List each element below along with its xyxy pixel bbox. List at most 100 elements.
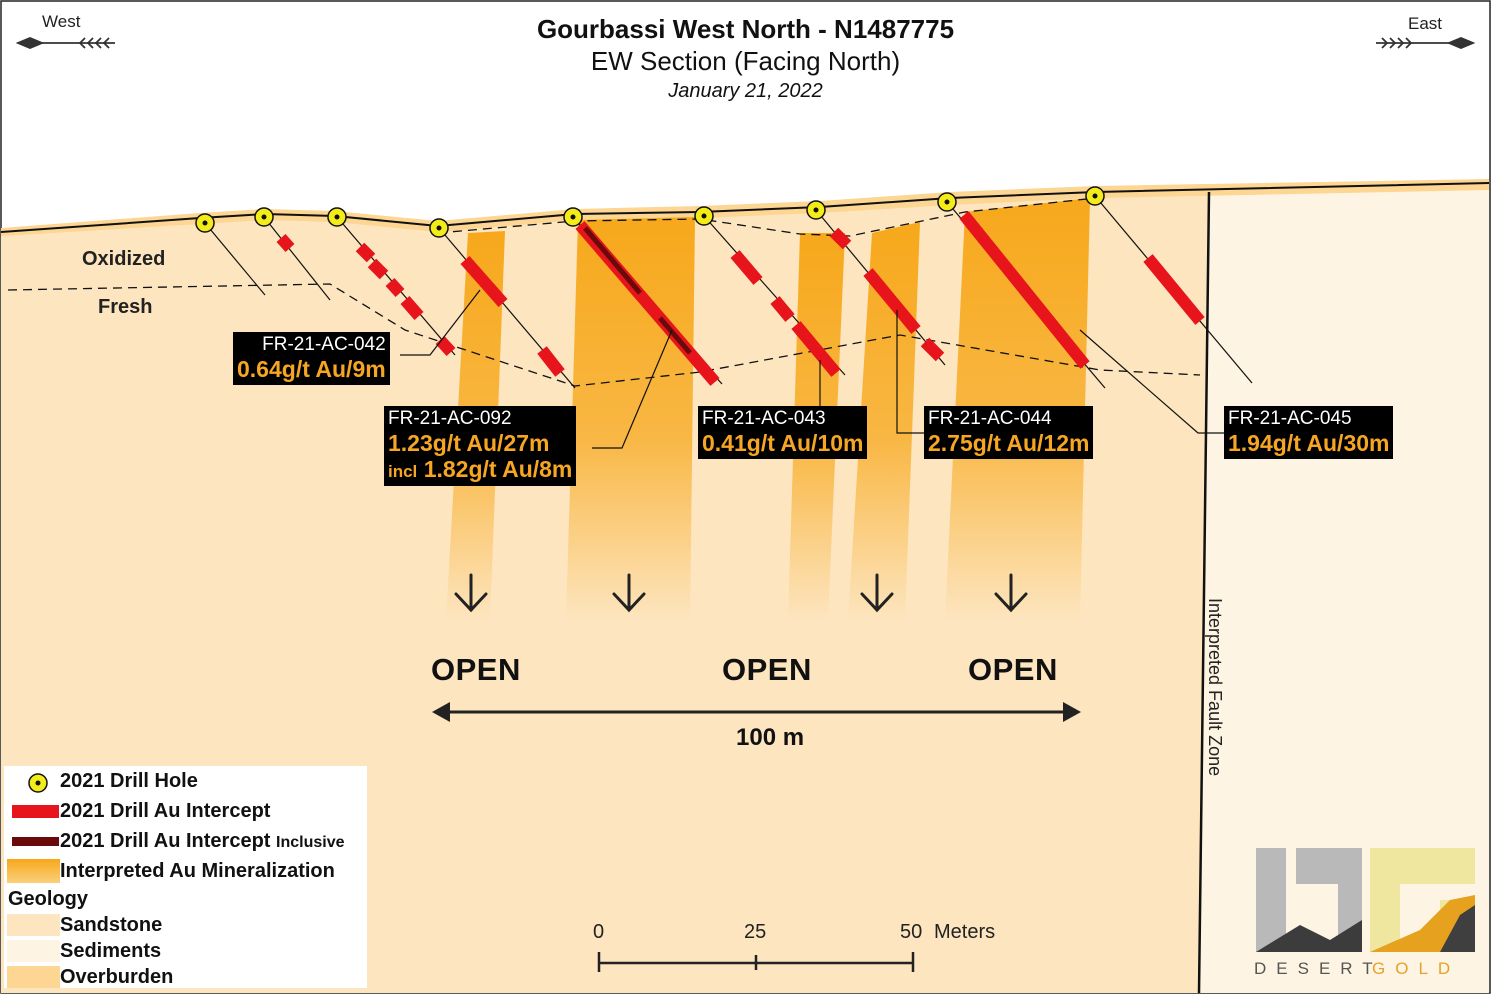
- open-arrows: [454, 573, 1028, 613]
- legend: 2021 Drill Hole 2021 Drill Au Intercept …: [4, 766, 367, 988]
- sandstone-body: [1, 183, 1489, 993]
- down-arrow-icon: [454, 573, 488, 613]
- legend-geology-heading: Geology: [8, 887, 89, 910]
- logo-word-gold: GOLD: [1372, 959, 1461, 978]
- callout-hole: FR-21-AC-042: [262, 334, 386, 355]
- distance-label: 100 m: [736, 724, 805, 751]
- scale-tick-label: 0: [593, 921, 605, 943]
- distance-arrow: [432, 702, 1081, 722]
- intercept: [863, 268, 921, 334]
- drill-collar: [195, 213, 215, 233]
- drill-collar: [429, 218, 449, 238]
- callout-inclusive-grade: incl 1.82g/t Au/8m: [388, 456, 572, 482]
- drill-trace: [204, 222, 266, 296]
- drill-collar: [694, 206, 714, 226]
- callout-hole: FR-21-AC-044: [928, 408, 1052, 429]
- leader-line: [896, 310, 925, 434]
- callout-hole: FR-21-AC-045: [1228, 408, 1352, 429]
- leader-line: [400, 289, 481, 356]
- oxidized-label: Oxidized: [82, 248, 166, 270]
- east-label: East: [1408, 14, 1443, 33]
- fresh-label: Fresh: [98, 296, 153, 318]
- drill-collar: [327, 207, 347, 227]
- intercept: [730, 250, 763, 285]
- leader-line: [1079, 329, 1226, 434]
- legend-item-mineralization: Interpreted Au Mineralization: [4, 858, 335, 884]
- west-arrow-icon: [15, 37, 115, 49]
- drill-trace: [263, 216, 331, 301]
- intercept: [920, 337, 945, 362]
- leader-line: [592, 329, 673, 449]
- callout-grade: 1.23g/t Au/27m: [388, 429, 550, 456]
- callout-grade: 1.94g/t Au/30m: [1228, 429, 1390, 456]
- callout-grade: 0.41g/t Au/10m: [702, 429, 864, 456]
- down-arrow-icon: [994, 573, 1028, 613]
- intercept: [1143, 254, 1205, 325]
- figure-title: Gourbassi West North - N1487775: [536, 14, 955, 44]
- intercept: [460, 256, 508, 307]
- sandstone-swatch: [4, 912, 64, 938]
- callout-fr-21-ac-044: FR-21-AC-044 2.75g/t Au/12m: [924, 406, 1094, 460]
- scale-tick-label: 50: [900, 921, 923, 943]
- figure-date: January 21, 2022: [668, 80, 823, 102]
- callout-fr-21-ac-092: FR-21-AC-092 1.23g/t Au/27m incl 1.82g/t…: [384, 406, 577, 486]
- drill-collar: [1085, 186, 1105, 206]
- sediments-swatch: [4, 938, 64, 964]
- drill-hole-icon: [4, 768, 60, 794]
- callout-hole: FR-21-AC-043: [702, 408, 826, 429]
- west-label: West: [42, 12, 81, 31]
- scale-unit-label: Meters: [934, 921, 996, 943]
- intercept: [791, 321, 841, 377]
- intercept: [435, 335, 456, 357]
- legend-item-intercept: 2021 Drill Au Intercept: [4, 798, 270, 824]
- overburden-layer: [1, 179, 1489, 236]
- mineralization-swatch: [4, 858, 64, 884]
- callout-fr-21-ac-045: FR-21-AC-045 1.94g/t Au/30m: [1224, 406, 1394, 460]
- inclusive-intercept-swatch: [4, 828, 60, 854]
- overburden-swatch: [4, 964, 64, 990]
- drill-collar: [254, 207, 274, 227]
- intercept: [367, 258, 389, 280]
- intercept: [385, 277, 405, 298]
- leader-lines: [400, 289, 1226, 449]
- callout-fr-21-ac-043: FR-21-AC-043 0.41g/t Au/10m: [698, 406, 868, 460]
- callout-incl-value: 1.82g/t Au/8m: [423, 456, 573, 483]
- figure-subtitle: EW Section (Facing North): [590, 46, 901, 76]
- desert-gold-logo-icon: [1256, 848, 1475, 952]
- open-label: OPEN: [722, 652, 812, 687]
- open-label: OPEN: [431, 652, 521, 687]
- drill-collar: [806, 200, 826, 220]
- intercept: [829, 227, 852, 250]
- sediments-block: [1199, 184, 1489, 993]
- intercept: [400, 296, 424, 320]
- oxide-fresh-contact: [7, 283, 1201, 387]
- intercept: [959, 211, 1090, 369]
- drill-collar: [937, 192, 957, 212]
- logo-word-desert: DESERT: [1254, 959, 1383, 978]
- open-label: OPEN: [968, 652, 1058, 687]
- inclusive-intercept: [583, 226, 642, 295]
- legend-item-intercept-inclusive: 2021 Drill Au Intercept Inclusive: [4, 828, 345, 854]
- legend-item-sandstone: Sandstone: [4, 912, 162, 938]
- intercept: [537, 346, 565, 377]
- intercept-swatch: [4, 798, 60, 824]
- callout-fr-21-ac-042: FR-21-AC-042 0.64g/t Au/9m: [233, 332, 390, 386]
- scale-bar: [597, 952, 915, 972]
- inclusive-intercepts: [583, 226, 692, 355]
- scale-tick-label: 25: [744, 921, 767, 943]
- down-arrow-icon: [860, 573, 894, 613]
- fault-line: [1197, 191, 1211, 994]
- intercept: [276, 233, 295, 253]
- callout-grade: 2.75g/t Au/12m: [928, 429, 1090, 456]
- callout-grade: 0.64g/t Au/9m: [237, 355, 386, 382]
- intercept: [770, 296, 795, 322]
- down-arrow-icon: [612, 573, 646, 613]
- intercept: [355, 242, 376, 263]
- inclusive-intercept: [658, 316, 692, 355]
- fault-zone-label: Interpreted Fault Zone: [1205, 598, 1225, 777]
- legend-item-drill-hole: 2021 Drill Hole: [4, 768, 198, 794]
- callout-incl-word: incl: [388, 462, 418, 482]
- drill-collar: [563, 207, 583, 227]
